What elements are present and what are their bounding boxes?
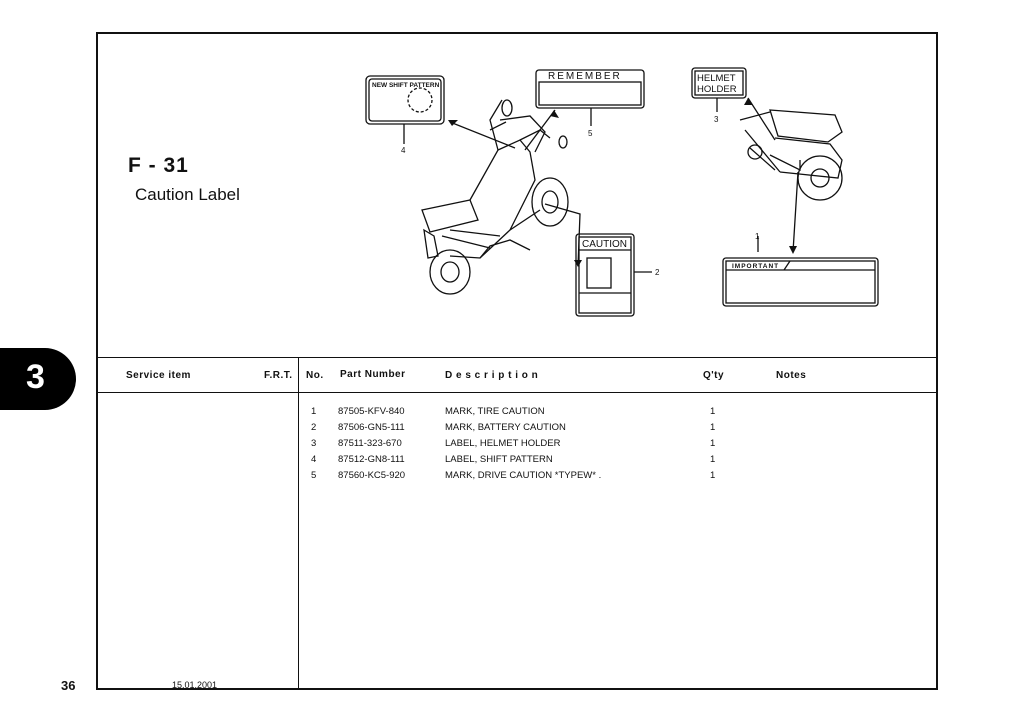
row-no: 5 — [311, 470, 317, 481]
header-qty: Q'ty — [703, 370, 725, 381]
row-no: 2 — [311, 422, 317, 433]
remember-text: REMEMBER — [548, 71, 622, 82]
important-label — [722, 257, 879, 307]
scooter-rear-view — [739, 109, 843, 201]
row-description: LABEL, HELMET HOLDER — [445, 438, 561, 449]
header-service-item: Service item — [126, 370, 191, 381]
shift-pattern-label — [365, 75, 445, 125]
callout-4: 4 — [401, 146, 406, 155]
helmet-text-1: HELMET — [697, 73, 736, 84]
parts-diagram: NEW SHIFT PATTERN REMEMBER HELMET HOLDER… — [365, 67, 879, 317]
row-no: 1 — [311, 406, 317, 417]
page-frame — [96, 32, 938, 690]
scooter-front-view — [421, 99, 569, 295]
caution-label — [575, 233, 635, 317]
row-qty: 1 — [710, 454, 716, 465]
row-description: MARK, DRIVE CAUTION *TYPEW* . — [445, 470, 602, 481]
row-qty: 1 — [710, 470, 716, 481]
header-no: No. — [306, 370, 324, 381]
row-description: MARK, BATTERY CAUTION — [445, 422, 566, 433]
remember-label — [535, 69, 645, 109]
helmet-holder-label — [691, 67, 747, 99]
row-no: 4 — [311, 454, 317, 465]
row-description: LABEL, SHIFT PATTERN — [445, 454, 553, 465]
header-description: D e s c r i p t i o n — [445, 370, 539, 381]
row-part-number: 87512-GN8-111 — [338, 454, 405, 465]
row-no: 3 — [311, 438, 317, 449]
row-part-number: 87505-KFV-840 — [338, 406, 405, 417]
callout-5: 5 — [588, 129, 593, 138]
figure-code: F - 31 — [128, 154, 189, 177]
section-number: 3 — [26, 358, 45, 396]
row-part-number: 87506-GN5-111 — [338, 422, 405, 433]
table-header-top-rule — [96, 357, 938, 358]
header-frt: F.R.T. — [264, 370, 293, 381]
caution-text: CAUTION — [582, 239, 627, 250]
row-part-number: 87511-323-670 — [338, 438, 402, 449]
helmet-text-2: HOLDER — [697, 84, 737, 95]
battery-icon — [586, 257, 612, 289]
page-number: 36 — [61, 678, 76, 693]
shift-pattern-text: NEW SHIFT PATTERN — [372, 82, 440, 89]
callout-1: 1 — [755, 232, 760, 241]
figure-title: Caution Label — [135, 185, 240, 204]
column-divider — [298, 357, 299, 690]
header-part-number: Part Number — [340, 369, 406, 380]
section-tab: 3 — [0, 348, 76, 410]
header-notes: Notes — [776, 370, 807, 381]
table-header-bottom-rule — [96, 392, 938, 393]
row-description: MARK, TIRE CAUTION — [445, 406, 545, 417]
callout-2: 2 — [655, 268, 660, 277]
row-qty: 1 — [710, 406, 716, 417]
revision-date: 15.01.2001 — [172, 680, 218, 690]
callout-3: 3 — [714, 115, 719, 124]
row-qty: 1 — [710, 422, 716, 433]
row-part-number: 87560-KC5-920 — [338, 470, 406, 481]
important-text: IMPORTANT — [732, 263, 779, 270]
row-qty: 1 — [710, 438, 716, 449]
